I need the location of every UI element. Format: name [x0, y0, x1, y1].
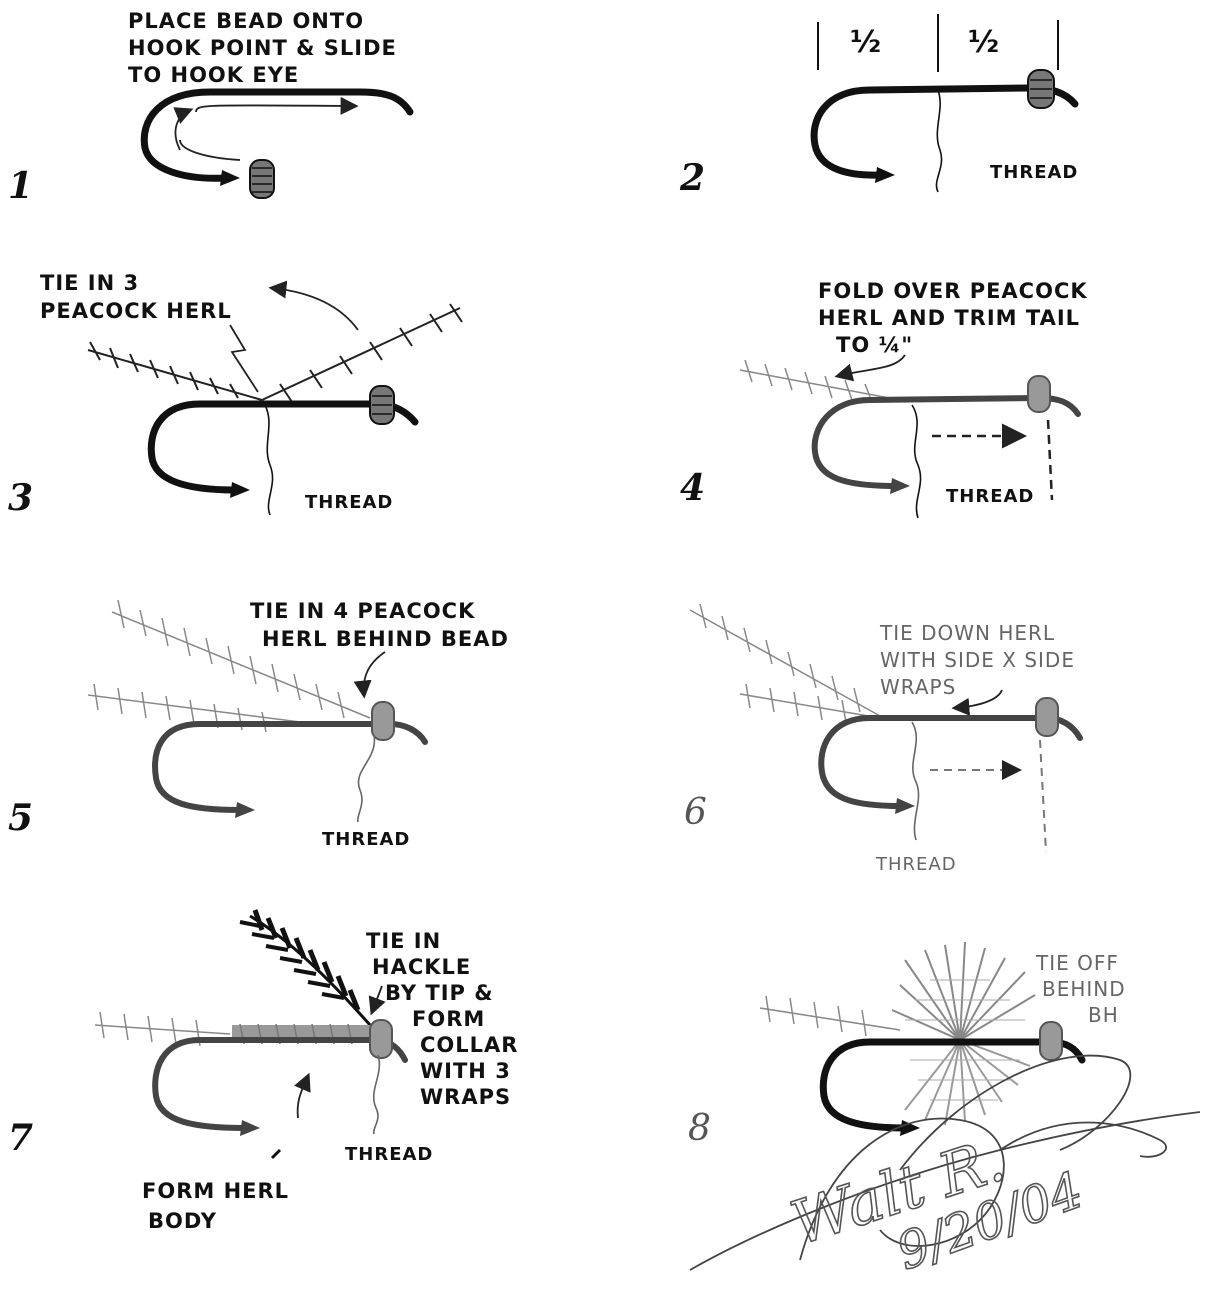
step-7-note-line-4: FORM: [412, 1007, 485, 1031]
step-1-number: 1: [8, 165, 33, 207]
bead-icon: [370, 1020, 392, 1058]
fishing-hook-icon: [155, 1040, 405, 1128]
step-2: 2 ½ ½ THREAD: [679, 14, 1078, 199]
step-7-body-note-line-1: FORM HERL: [142, 1179, 289, 1203]
step-6-note-line-1: TIE DOWN HERL: [879, 621, 1055, 645]
step-6-number: 6: [684, 792, 707, 833]
peacock-herl-icon: [690, 604, 880, 722]
step-2-half-right: ½: [968, 25, 1000, 60]
step-5: 5 TIE IN 4 PEACOCK HERL BEHIND BEAD THRE…: [8, 599, 509, 850]
step-1-note-line-2: HOOK POINT & SLIDE: [128, 36, 397, 60]
step-3: 3 TIE IN 3 PEACOCK HERL THREAD: [8, 271, 462, 519]
step-4: 4 FOLD OVER PEACOCK HERL AND TRIM TAIL T…: [680, 279, 1088, 518]
step-7-note-line-6: WITH 3: [420, 1059, 511, 1083]
hackle-feather-icon: [240, 910, 370, 1025]
step-6-note-line-3: WRAPS: [880, 675, 956, 699]
step-3-thread-label: THREAD: [305, 492, 393, 513]
step-4-number: 4: [680, 467, 705, 509]
step-8-note-line-3: BH: [1088, 1003, 1119, 1027]
step-6-thread-label: THREAD: [875, 854, 957, 875]
step-7-thread-label: THREAD: [345, 1144, 433, 1165]
bead-icon: [1040, 1022, 1062, 1060]
peacock-herl-icon: [740, 360, 900, 402]
step-1-note-line-3: TO HOOK EYE: [128, 63, 299, 87]
step-3-note-line-1: TIE IN 3: [40, 271, 139, 295]
thread-line: [912, 405, 921, 518]
step-8-note-line-1: TIE OFF: [1035, 951, 1119, 975]
step-1-note-line-1: PLACE BEAD ONTO: [128, 9, 364, 33]
step-5-note-line-2: HERL BEHIND BEAD: [262, 627, 509, 651]
step-7-note-line-3: BY TIP &: [385, 981, 494, 1005]
step-7-body-note-line-2: BODY: [148, 1209, 217, 1233]
step-4-thread-label: THREAD: [946, 486, 1034, 507]
step-4-note-line-3: TO ¼": [836, 333, 913, 357]
step-3-note-line-2: PEACOCK HERL: [40, 299, 232, 323]
step-5-thread-label: THREAD: [322, 829, 410, 850]
bead-icon: [1036, 698, 1058, 736]
step-4-note-line-1: FOLD OVER PEACOCK: [818, 279, 1088, 303]
step-7-note-line-5: COLLAR: [420, 1033, 518, 1057]
step-3-number: 3: [8, 477, 33, 519]
step-6-note-line-2: WITH SIDE X SIDE: [880, 648, 1075, 672]
step-2-half-left: ½: [850, 25, 882, 60]
hackle-feather-icon: [892, 942, 1035, 1125]
bead-icon: [1028, 70, 1054, 108]
step-5-number: 5: [8, 797, 33, 839]
step-2-thread-label: THREAD: [990, 162, 1078, 183]
bead-icon: [250, 160, 274, 198]
step-7: 7 TIE IN HACKLE BY TIP & FORM COLLAR WIT…: [8, 910, 518, 1233]
step-6: 6 TIE DOWN HERL WITH SIDE X SIDE WRAPS T…: [684, 604, 1080, 875]
thread-line: [912, 722, 919, 840]
thread-line: [265, 405, 273, 515]
thread-line: [358, 735, 375, 822]
step-4-note-line-2: HERL AND TRIM TAIL: [818, 306, 1080, 330]
step-7-note-line-1: TIE IN: [366, 929, 441, 953]
step-2-number: 2: [679, 157, 705, 199]
step-7-note-line-2: HACKLE: [372, 955, 471, 979]
step-5-note-line-1: TIE IN 4 PEACOCK: [250, 599, 475, 623]
peacock-herl-icon: [760, 996, 900, 1036]
step-7-note-line-7: WRAPS: [420, 1085, 511, 1109]
step-8: 8 TIE OFF BEHIND BH: [688, 942, 1126, 1149]
thread-line: [374, 1055, 380, 1134]
step-8-note-line-2: BEHIND: [1042, 977, 1126, 1001]
artist-signature: Walt R. 9/20/04: [690, 1056, 1200, 1282]
step-1: 1 PLACE BEAD ONTO HOOK POINT & SLIDE TO …: [8, 9, 410, 207]
step-7-number: 7: [8, 1117, 33, 1159]
bead-icon: [372, 702, 394, 740]
step-8-number: 8: [688, 1108, 711, 1149]
bead-icon: [1028, 376, 1050, 412]
thread-line: [936, 90, 941, 192]
bead-icon: [370, 386, 394, 424]
